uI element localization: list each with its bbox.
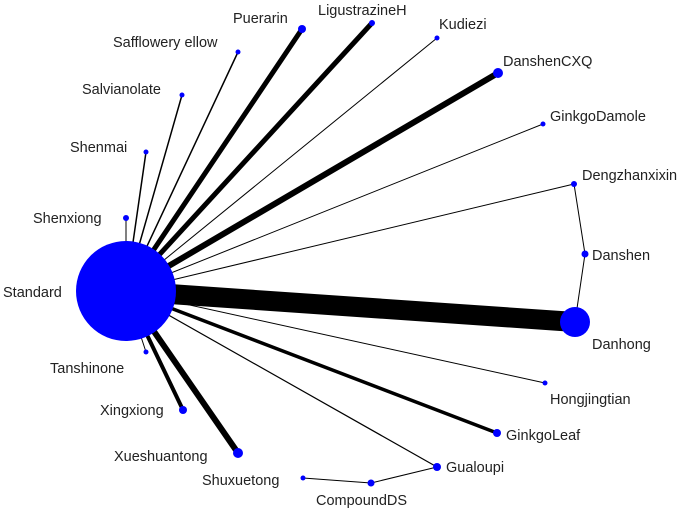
label-standard: Standard xyxy=(3,285,62,301)
node-shuxuetong xyxy=(300,475,306,481)
edge-standard-ginkgoleaf xyxy=(124,289,499,435)
node-danhong xyxy=(560,307,590,337)
label-shenmai: Shenmai xyxy=(70,140,127,156)
node-shenxiong xyxy=(123,215,129,221)
edge-dengzhanxixin-danshen xyxy=(573,183,586,255)
edge-standard-ginkgodamole xyxy=(125,123,544,292)
edge-gualoupi-compoundds xyxy=(370,466,438,484)
label-kudiezi: Kudiezi xyxy=(439,17,487,33)
node-gualoupi xyxy=(433,463,441,471)
edge-standard-puerarin xyxy=(123,26,305,294)
label-hongjingtian: Hongjingtian xyxy=(550,392,631,408)
label-shenxiong: Shenxiong xyxy=(33,211,102,227)
edge-standard-dengzhanxixin xyxy=(125,183,575,292)
edge-standard-danshencxq xyxy=(123,70,501,294)
node-layer xyxy=(76,20,590,487)
edge-standard-kudiezi xyxy=(125,37,438,292)
label-gualoupi: Gualoupi xyxy=(446,460,504,476)
node-danshen xyxy=(581,250,589,258)
node-ginkgoleaf xyxy=(493,429,501,437)
label-danshencxq: DanshenCXQ xyxy=(503,54,592,70)
node-standard xyxy=(76,241,176,341)
node-tanshinone xyxy=(143,349,149,355)
label-ligustrazineh: LigustrazineH xyxy=(318,3,407,19)
edge-standard-danhong xyxy=(125,281,576,332)
label-danshen: Danshen xyxy=(592,248,650,264)
edge-standard-gualoupi xyxy=(125,290,438,468)
edge-standard-ligustrazineh xyxy=(123,20,375,294)
edge-layer xyxy=(123,20,586,484)
label-xueshuantong: Xueshuantong xyxy=(114,449,208,465)
node-kudiezi xyxy=(434,35,440,41)
node-shenmai xyxy=(143,149,149,155)
node-ginkgodamole xyxy=(540,121,546,127)
label-ginkgoleaf: GinkgoLeaf xyxy=(506,428,581,444)
label-safflowery: Safflowery ellow xyxy=(113,35,218,51)
node-salvianolate xyxy=(179,92,185,98)
label-layer: Standard Puerarin LigustrazineH Kudiezi … xyxy=(3,3,677,509)
node-ligustrazineh xyxy=(369,20,375,26)
node-hongjingtian xyxy=(542,380,548,386)
node-dengzhanxixin xyxy=(571,181,577,187)
edge-compoundds-shuxuetong xyxy=(302,477,372,484)
label-ginkgodamole: GinkgoDamole xyxy=(550,109,646,125)
node-xingxiong xyxy=(179,406,187,414)
label-shuxuetong: Shuxuetong xyxy=(202,473,279,489)
label-dengzhanxixin: Dengzhanxixin xyxy=(582,168,677,184)
node-xueshuantong xyxy=(233,448,243,458)
label-puerarin: Puerarin xyxy=(233,11,288,27)
node-puerarin xyxy=(298,25,306,33)
label-salvianolate: Salvianolate xyxy=(82,82,161,98)
node-safflowery xyxy=(235,49,241,55)
node-danshencxq xyxy=(493,68,503,78)
label-compoundds: CompoundDS xyxy=(316,493,407,509)
edge-standard-hongjingtian xyxy=(125,290,546,384)
node-compoundds xyxy=(367,479,375,487)
label-xingxiong: Xingxiong xyxy=(100,403,164,419)
label-tanshinone: Tanshinone xyxy=(50,361,124,377)
label-danhong: Danhong xyxy=(592,337,651,353)
